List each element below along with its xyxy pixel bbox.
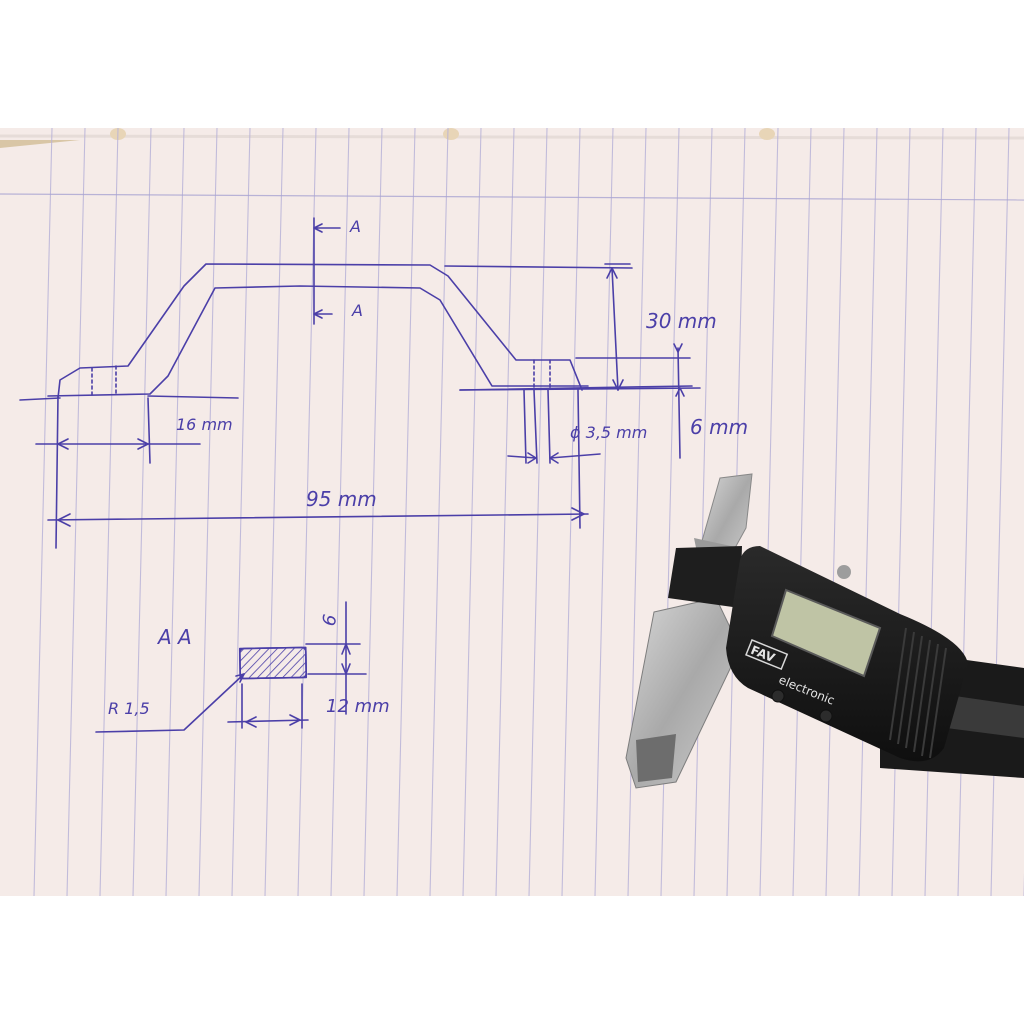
rule-line	[561, 128, 581, 896]
section-marker-top: A	[349, 217, 361, 236]
label-section-aa: A A	[156, 625, 192, 649]
rule-line	[198, 128, 218, 896]
label-section-height: 6	[319, 613, 342, 628]
photo-canvas: A A 30 mm 16 mm ϕ 3,5 mm 6 mm 95 mm A A …	[0, 128, 1024, 896]
rule-line	[264, 128, 284, 896]
ruled-lines	[33, 128, 1024, 896]
rule-line	[825, 128, 845, 896]
table-edge	[0, 128, 80, 148]
rule-line	[528, 128, 548, 896]
label-30mm: 30 mm	[646, 309, 717, 333]
margin-line	[0, 193, 1024, 201]
rule-line	[99, 128, 119, 896]
binder-holes	[110, 128, 775, 140]
label-12mm: 12 mm	[326, 696, 390, 717]
lcd-display	[770, 588, 882, 678]
rule-line	[66, 128, 86, 896]
digital-caliper: FAV electronic	[625, 473, 1024, 789]
rule-line	[693, 128, 713, 896]
paper	[0, 128, 1024, 896]
sketch-labels: A A 30 mm 16 mm ϕ 3,5 mm 6 mm 95 mm A A …	[108, 217, 748, 718]
pen-sketch	[19, 217, 701, 733]
label-hole-diameter: ϕ 3,5 mm	[570, 423, 647, 442]
label-95mm: 95 mm	[306, 487, 377, 511]
rule-line	[759, 128, 779, 896]
label-16mm: 16 mm	[176, 415, 233, 434]
rule-line	[429, 128, 449, 896]
rule-line	[792, 128, 812, 896]
rule-line	[297, 128, 317, 896]
rule-line	[33, 128, 53, 896]
notebook-photo: A A 30 mm 16 mm ϕ 3,5 mm 6 mm 95 mm A A …	[0, 128, 1024, 896]
label-6mm: 6 mm	[690, 415, 748, 439]
rule-line	[462, 128, 482, 896]
rule-line	[858, 128, 878, 896]
rule-line	[165, 128, 185, 896]
rule-line	[132, 128, 152, 896]
rule-line	[396, 128, 416, 896]
label-radius: R 1,5	[108, 699, 150, 718]
rule-line	[231, 128, 251, 896]
rule-line	[594, 128, 614, 896]
rule-line	[495, 128, 515, 896]
section-marker-bottom: A	[351, 301, 363, 320]
rule-line	[363, 128, 383, 896]
rule-line	[330, 128, 350, 896]
